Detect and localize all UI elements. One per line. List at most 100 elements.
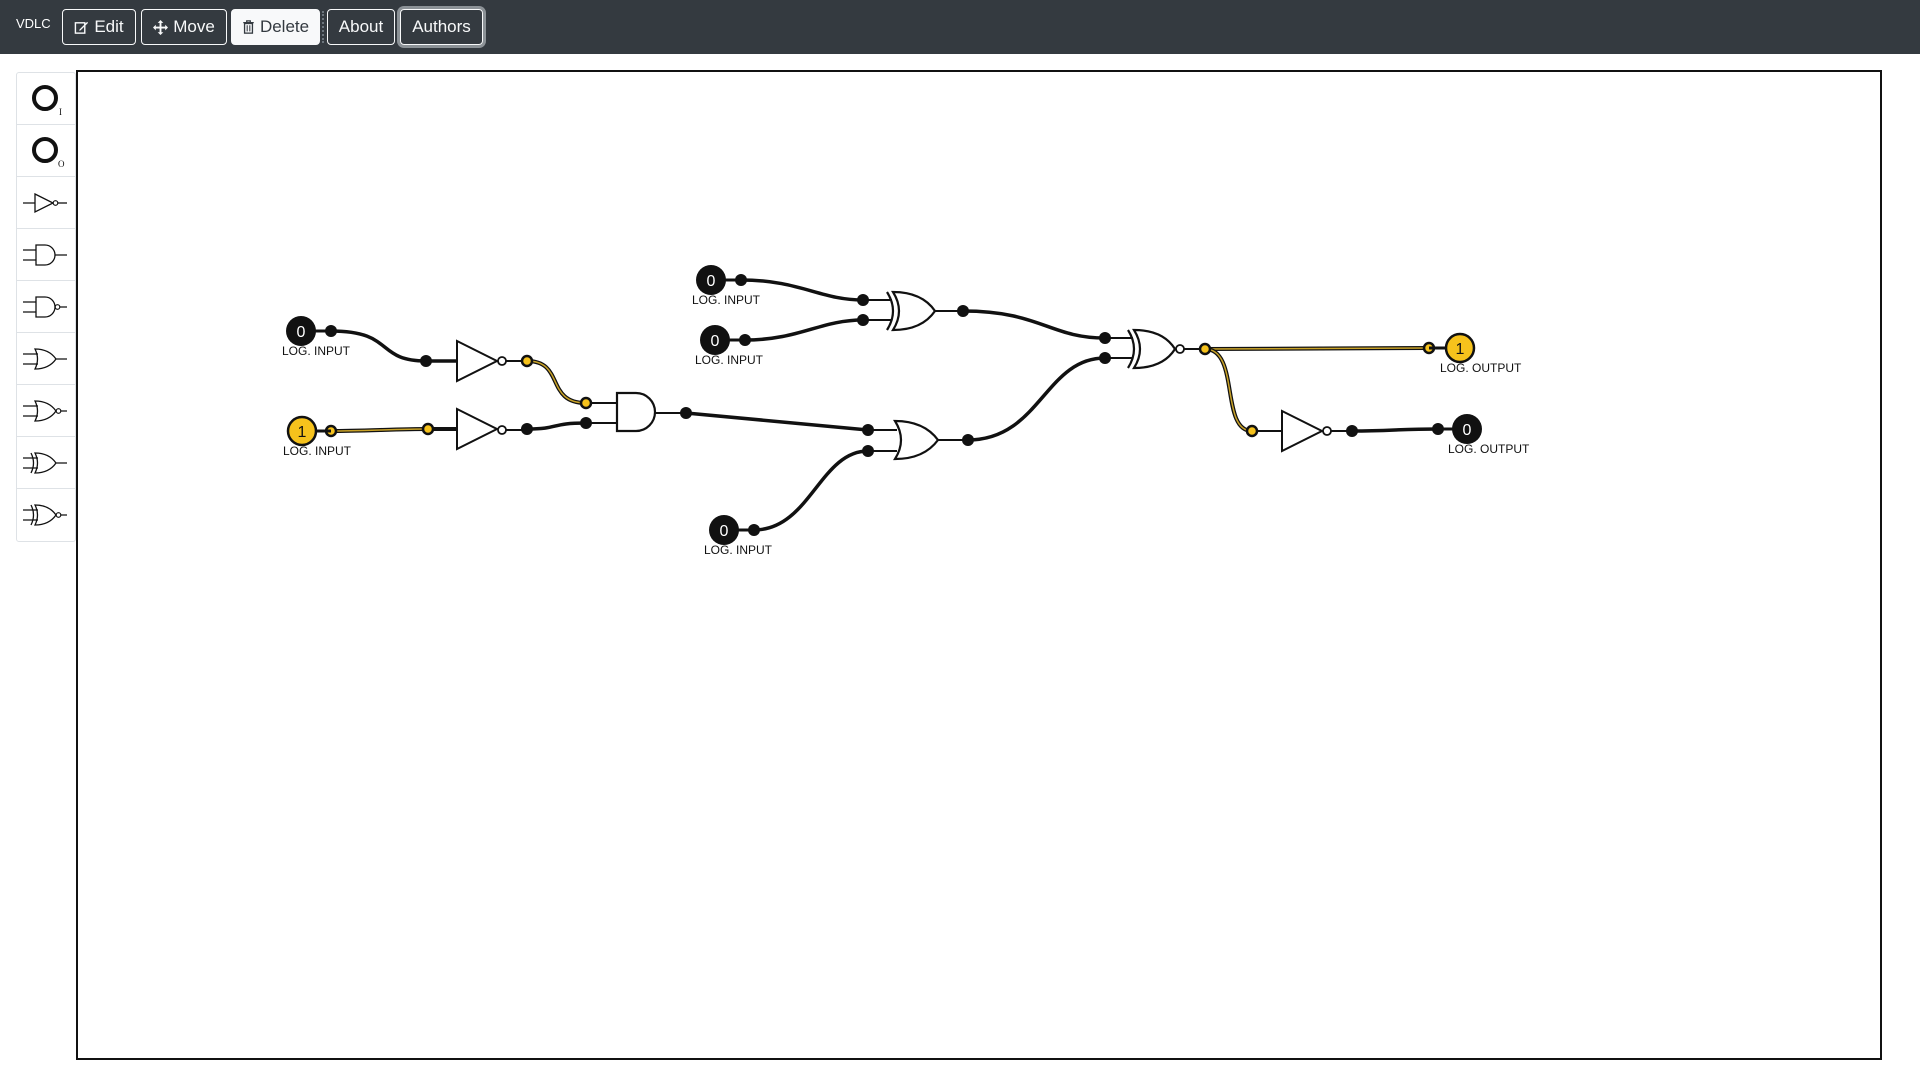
output-icon-subscript: O <box>58 159 65 169</box>
app-brand[interactable]: VDLC <box>16 16 51 31</box>
xnor-gate[interactable] <box>1105 328 1205 370</box>
pin[interactable] <box>962 434 974 446</box>
pin[interactable] <box>1099 332 1111 344</box>
output-label: LOG. OUTPUT <box>1440 361 1522 375</box>
output-value: 1 <box>1456 341 1465 358</box>
input-label: LOG. INPUT <box>283 444 352 458</box>
palette-xor-gate[interactable] <box>17 437 75 489</box>
wire-high[interactable] <box>1204 347 1253 433</box>
delete-button[interactable]: Delete <box>231 9 320 45</box>
input-value: 0 <box>720 523 729 540</box>
palette-output[interactable]: O <box>17 125 75 177</box>
xor-gate-icon <box>23 451 67 474</box>
input-value: 0 <box>297 324 306 341</box>
pin[interactable] <box>857 314 869 326</box>
wire-high[interactable] <box>526 359 587 405</box>
gates <box>427 290 1352 461</box>
wire[interactable] <box>330 329 456 363</box>
input-value: 0 <box>707 273 716 290</box>
palette-xnor-gate[interactable] <box>17 489 75 541</box>
delete-button-label: Delete <box>259 17 310 36</box>
wires <box>330 278 1439 532</box>
wire[interactable] <box>744 318 864 342</box>
input-label: LOG. INPUT <box>695 353 764 367</box>
output-node[interactable]: 1 LOG. OUTPUT <box>1429 332 1522 375</box>
pin[interactable] <box>420 355 432 367</box>
pin-high[interactable] <box>579 396 593 410</box>
edit-button-label: Edit <box>94 17 124 36</box>
input-label: LOG. INPUT <box>282 344 351 358</box>
edit-button[interactable]: Edit <box>62 9 136 45</box>
input-label: LOG. INPUT <box>692 293 761 307</box>
pin[interactable] <box>862 424 874 436</box>
circuit-svg: 0 LOG. INPUT 1 LOG. INPUT 0 LOG. INPUT 0… <box>282 265 1530 557</box>
palette-not-gate[interactable] <box>17 177 75 229</box>
pin-high[interactable] <box>421 422 435 436</box>
wire[interactable] <box>685 411 869 432</box>
palette-and-gate[interactable] <box>17 229 75 281</box>
palette-nor-gate[interactable] <box>17 385 75 437</box>
input-value: 0 <box>711 333 720 350</box>
io-nodes: 0 LOG. INPUT 1 LOG. INPUT 0 LOG. INPUT 0… <box>282 265 1530 557</box>
input-value: 1 <box>298 424 307 441</box>
input-label: LOG. INPUT <box>704 543 773 557</box>
not-gate[interactable] <box>427 339 527 383</box>
and-gate[interactable] <box>586 391 686 433</box>
pin[interactable] <box>521 423 533 435</box>
wire[interactable] <box>753 449 869 532</box>
and-gate-icon <box>23 243 67 266</box>
circuit-canvas[interactable]: 0 LOG. INPUT 1 LOG. INPUT 0 LOG. INPUT 0… <box>76 70 1882 1060</box>
input-node[interactable]: 0 LOG. INPUT <box>704 515 773 557</box>
output-label: LOG. OUTPUT <box>1448 442 1530 456</box>
nand-gate-icon <box>23 295 67 318</box>
component-palette: I O <box>16 72 76 542</box>
move-button[interactable]: Move <box>141 9 227 45</box>
input-node[interactable]: 0 LOG. INPUT <box>695 325 764 367</box>
input-node[interactable]: 0 LOG. INPUT <box>692 265 761 307</box>
pin[interactable] <box>857 294 869 306</box>
trash-icon <box>242 20 255 34</box>
pin[interactable] <box>680 407 692 419</box>
xnor-gate-icon <box>23 504 67 526</box>
xor-gate[interactable] <box>863 290 963 332</box>
authors-button[interactable]: Authors <box>400 9 483 45</box>
or-gate[interactable] <box>868 419 968 461</box>
output-icon: O <box>32 136 65 169</box>
authors-button-label: Authors <box>412 17 471 36</box>
palette-nand-gate[interactable] <box>17 281 75 333</box>
input-icon-subscript: I <box>59 107 62 117</box>
move-button-label: Move <box>173 17 215 36</box>
palette-or-gate[interactable] <box>17 333 75 385</box>
input-icon: I <box>32 84 62 117</box>
pin[interactable] <box>580 417 592 429</box>
pin-high[interactable] <box>1245 424 1259 438</box>
palette-input[interactable]: I <box>17 73 75 125</box>
about-button[interactable]: About <box>327 9 395 45</box>
not-gate[interactable] <box>428 407 527 451</box>
wire[interactable] <box>962 309 1106 340</box>
pin[interactable] <box>957 305 969 317</box>
wire-high-core <box>1204 347 1430 350</box>
input-node[interactable]: 1 LOG. INPUT <box>283 415 352 458</box>
pin[interactable] <box>1099 352 1111 364</box>
wire[interactable] <box>1351 427 1439 433</box>
toolbar-separator <box>322 11 326 43</box>
pin-high[interactable] <box>520 354 534 368</box>
pin-high[interactable] <box>1198 342 1212 356</box>
not-gate[interactable] <box>1252 409 1352 453</box>
or-gate-icon <box>23 347 67 370</box>
input-node[interactable]: 0 LOG. INPUT <box>282 316 351 358</box>
wire[interactable] <box>967 356 1106 442</box>
output-value: 0 <box>1463 422 1472 439</box>
pin[interactable] <box>862 445 874 457</box>
pin[interactable] <box>1346 425 1358 437</box>
wire[interactable] <box>740 278 864 302</box>
connection-pins <box>324 274 1444 536</box>
output-node[interactable]: 0 LOG. OUTPUT <box>1438 414 1530 456</box>
about-button-label: About <box>338 17 384 36</box>
edit-icon <box>74 20 89 35</box>
top-navbar: VDLC Edit Move Delete About Authors <box>0 0 1920 54</box>
not-gate-icon <box>23 192 67 213</box>
wire-high-core <box>1204 348 1253 432</box>
wire[interactable] <box>526 421 587 431</box>
